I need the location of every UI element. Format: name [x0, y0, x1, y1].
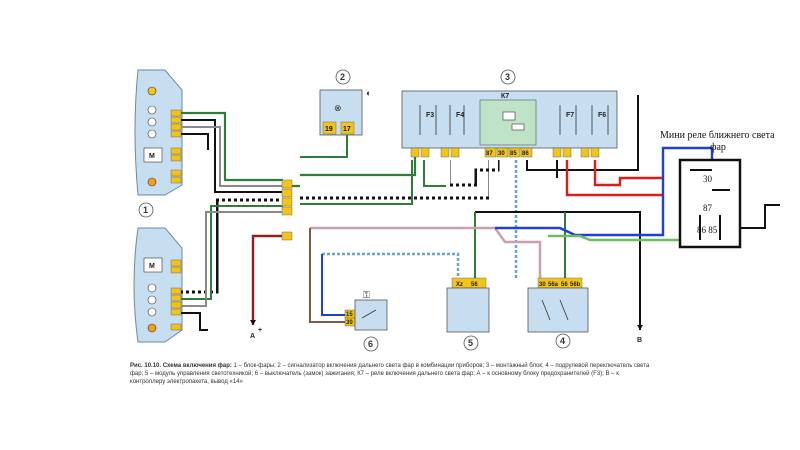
fuse-f3-label: F3 [426, 112, 434, 119]
component-number-5: 5 [468, 338, 473, 348]
caption-title: Схема включения фар: [162, 363, 232, 369]
terminal-b-label: B [637, 337, 642, 344]
fuse-f4-label: F4 [456, 112, 464, 119]
headlamp-bottom-pins [170, 259, 182, 331]
ignition-pin-15: 15 [346, 312, 353, 318]
indicator-block: ⊗ 19 17 [319, 89, 363, 136]
terminal-a-arrow [250, 320, 256, 325]
terminal-a-plus: + [258, 327, 262, 334]
ignition-pin-30: 30 [346, 320, 353, 326]
headlight-icon: ◐ [366, 88, 371, 98]
lighting-module: Xz 56 [446, 277, 490, 333]
component-number-3: 3 [505, 72, 510, 82]
mounting-block: К7 F3 F4 F7 F6 87 30 85 86 [401, 90, 618, 158]
terminal-b-arrow [637, 325, 643, 330]
mini-relay-title-line1: Мини реле ближнего света [660, 130, 775, 141]
lamp-symbol: ⊗ [334, 103, 342, 113]
caption-figure-number: Рис. 10.10. [130, 363, 162, 369]
switch-pin-56b: 56b [570, 282, 581, 288]
module-pin-xz: Xz [456, 282, 463, 288]
indicator-pin-19: 19 [325, 126, 333, 133]
mini-relay-title-line2: фар [710, 142, 726, 153]
indicator-pin-17: 17 [343, 126, 351, 133]
relay-k7-label: К7 [501, 93, 509, 100]
pin-86: 86 [522, 151, 529, 157]
ignition-switch: 15 30 [344, 299, 388, 331]
mini-relay-pin-86-85: 86 85 [697, 225, 718, 235]
headlamp-bottom: M [133, 227, 183, 343]
column-switch: 30 56a 56 56b [527, 277, 589, 333]
headlamp-top-pins [170, 109, 182, 184]
mini-relay-pin-87: 87 [703, 203, 713, 213]
switch-pin-56: 56 [561, 282, 568, 288]
mounting-block-pins: 87 30 85 86 [410, 147, 600, 158]
mini-relay-pin-30: 30 [703, 174, 713, 184]
caption-body: 1 – блок-фары; 2 – сигнализатор включени… [130, 363, 650, 385]
component-number-6: 6 [368, 339, 373, 349]
component-number-2: 2 [340, 72, 345, 82]
figure-caption: Рис. 10.10. Схема включения фар: 1 – бло… [130, 362, 650, 386]
module-pin-56: 56 [471, 282, 478, 288]
component-number-1: 1 [143, 205, 148, 215]
key-icon: ⚿ [363, 290, 370, 300]
fuse-f7-label: F7 [566, 112, 574, 119]
headlamp-top: M [134, 69, 183, 196]
component-number-4: 4 [560, 336, 565, 346]
connector-bus [281, 179, 293, 241]
pin-87: 87 [486, 151, 493, 157]
mini-relay: Мини реле ближнего света фар 30 87 86 85 [660, 130, 780, 249]
fuse-f6-label: F6 [598, 112, 606, 119]
terminal-a-label: A [250, 333, 255, 340]
motor-label-bottom: M [149, 263, 155, 270]
switch-pin-56a: 56a [548, 282, 559, 288]
switch-pin-30: 30 [539, 282, 546, 288]
pin-30: 30 [498, 151, 505, 157]
motor-label-top: M [149, 153, 155, 160]
pin-85: 85 [510, 151, 517, 157]
